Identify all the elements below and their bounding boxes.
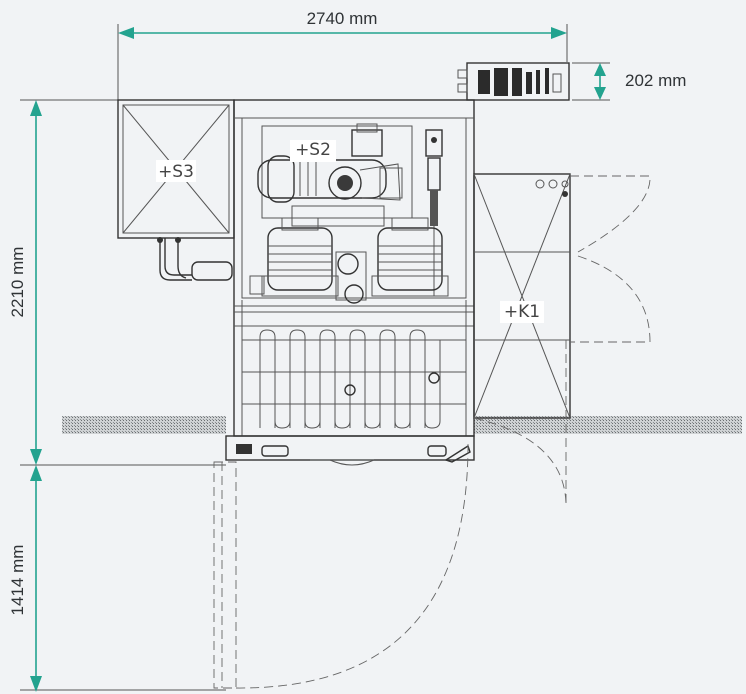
door-swing-k1 <box>473 175 651 508</box>
valve-column <box>425 129 443 296</box>
coil-loop <box>274 340 291 429</box>
main-frame <box>233 99 475 437</box>
coil-port <box>428 372 440 384</box>
coil-loop <box>289 329 306 428</box>
panel-k1: +K1 <box>473 173 571 419</box>
coil-port <box>344 384 356 396</box>
coil-loop <box>349 329 366 428</box>
coil-loop <box>259 329 276 428</box>
coil-loop <box>364 340 381 429</box>
dim-depth-door: 1414 mm <box>8 465 226 692</box>
compressor-s2: +S2 <box>257 123 413 227</box>
dim-unit-height-text: 202 mm <box>625 71 686 90</box>
door-swing-front <box>213 439 469 689</box>
dim-depth-main: 2210 mm <box>8 99 226 466</box>
coil-loop <box>409 329 426 428</box>
coil-loop <box>424 340 441 429</box>
coil-loop <box>394 340 411 429</box>
dim-unit-height: 202 mm <box>572 62 686 101</box>
panel-k1-label: +K1 <box>504 302 540 322</box>
center-manifold <box>335 251 367 304</box>
dim-width-top-text: 2740 mm <box>307 9 378 28</box>
cabinet-s3: +S3 <box>117 99 235 281</box>
coil-loop <box>334 340 351 429</box>
coil-loop <box>379 329 396 428</box>
coil-section <box>242 329 466 429</box>
cabinet-s3-label: +S3 <box>158 162 194 182</box>
dim-width-top: 2740 mm <box>117 9 568 100</box>
compressor-s2-label: +S2 <box>295 140 331 160</box>
coil-loop <box>304 340 321 429</box>
pump-left <box>249 217 339 297</box>
dim-depth-main-text: 2210 mm <box>8 247 27 318</box>
pump-right <box>371 217 449 297</box>
dim-depth-door-text: 1414 mm <box>8 545 27 616</box>
unit-side-view <box>457 62 570 101</box>
base-plate <box>225 435 475 466</box>
coil-loop <box>319 329 336 428</box>
